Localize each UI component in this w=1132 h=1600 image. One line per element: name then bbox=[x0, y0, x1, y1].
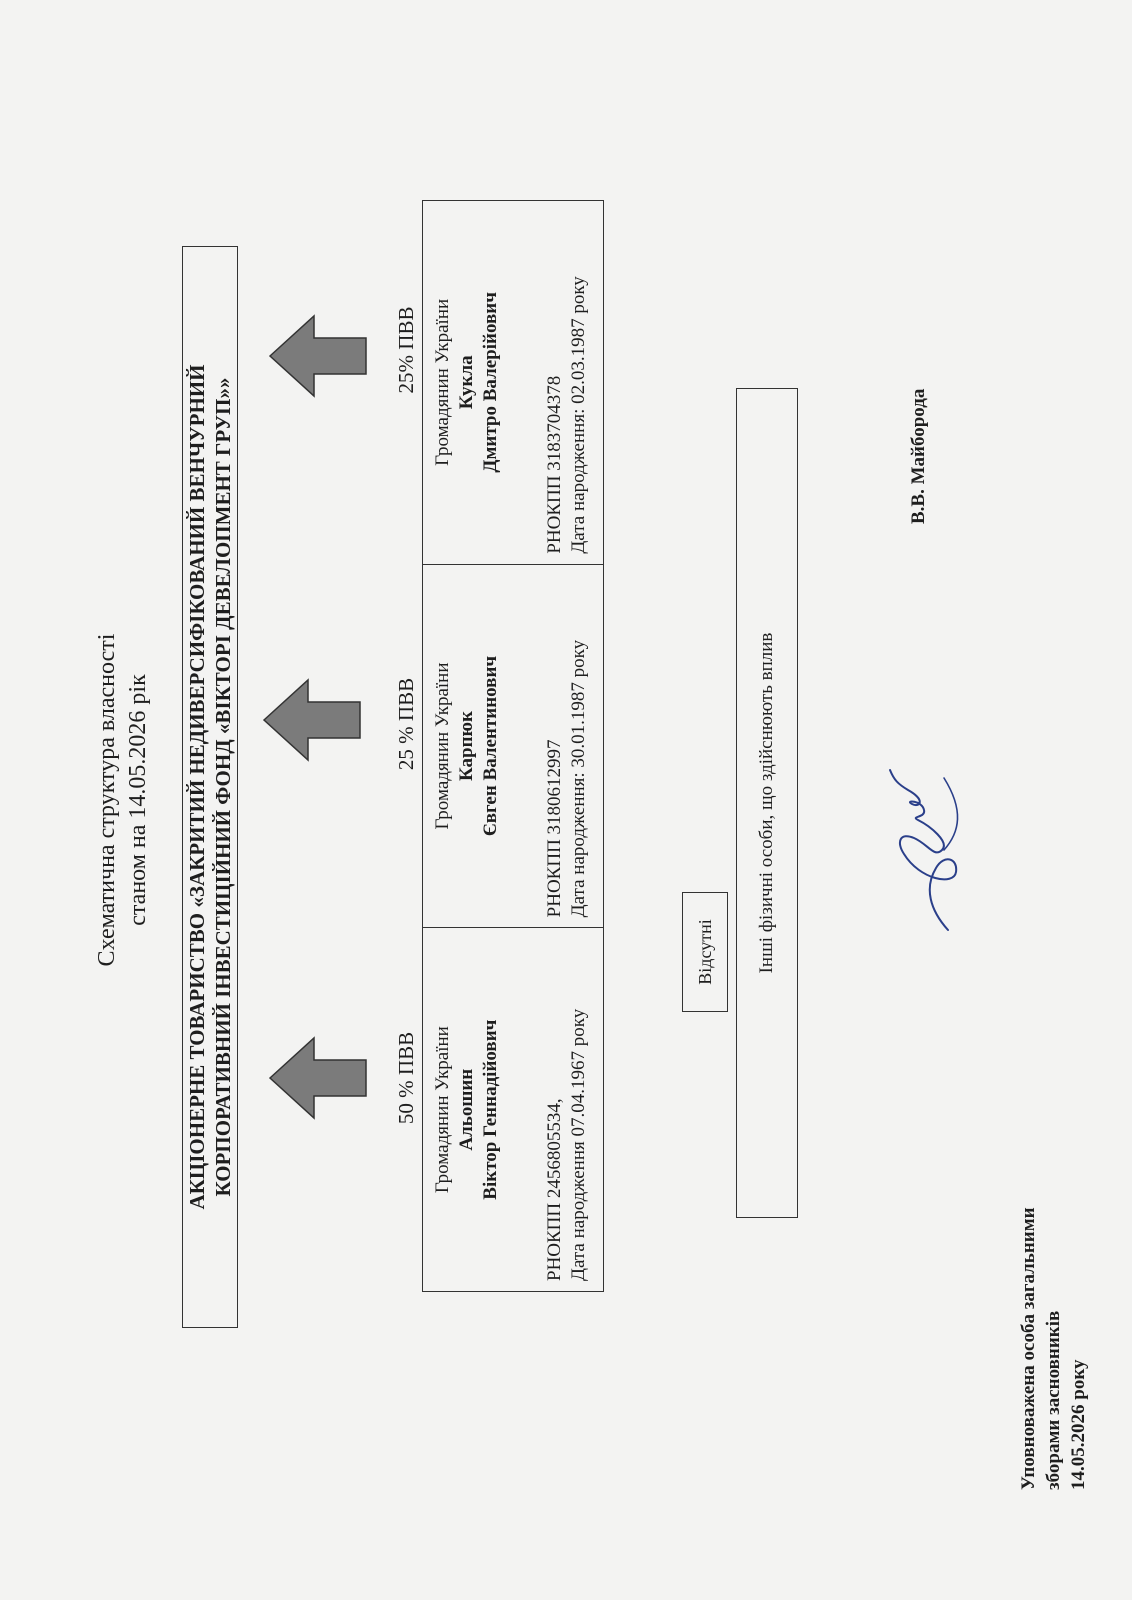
company-name-line-2: КОРПОРАТИВНИЙ ІНВЕСТИЦІЙНИЙ ФОНД «ВІКТОР… bbox=[211, 377, 235, 1197]
title-line-2: станом на 14.05.2026 рік bbox=[125, 674, 151, 926]
owner-name: Віктор Геннадійович bbox=[480, 1019, 501, 1200]
signatory-name: В.В. Майборода bbox=[908, 388, 929, 524]
owner-surname: Карпюк bbox=[456, 710, 477, 781]
owner-surname: Альошин bbox=[456, 1068, 477, 1151]
owner-tax-id: РНОКПП 3180612997 bbox=[544, 739, 565, 918]
owner-citizenship: Громадянин України bbox=[432, 1026, 453, 1194]
company-name-line-1: АКЦІОНЕРНЕ ТОВАРИСТВО «ЗАКРИТИЙ НЕДИВЕРС… bbox=[185, 364, 209, 1210]
owner-tax-id: РНОКПП 3183704378 bbox=[544, 375, 565, 554]
share-label: 25 % ПВВ bbox=[394, 677, 418, 771]
owner-cell: Громадянин України Альошин Віктор Геннад… bbox=[423, 927, 603, 1291]
owner-cell: Громадянин України Карпюк Євген Валентин… bbox=[423, 563, 603, 928]
absent-box: Відсутні bbox=[682, 892, 728, 1012]
owners-table: Громадянин України Альошин Віктор Геннад… bbox=[422, 200, 604, 1292]
up-arrow-icon bbox=[268, 314, 368, 398]
up-arrow-icon bbox=[262, 678, 362, 762]
signatory-date: 14.05.2026 року bbox=[1068, 1359, 1089, 1491]
company-box: АКЦІОНЕРНЕ ТОВАРИСТВО «ЗАКРИТИЙ НЕДИВЕРС… bbox=[182, 246, 238, 1328]
owner-surname: Кукла bbox=[456, 355, 477, 410]
title-line-1: Схематична структура власності bbox=[94, 633, 120, 967]
share-label: 25% ПВВ bbox=[394, 306, 418, 394]
owner-birth-date: Дата народження: 30.01.1987 року bbox=[568, 639, 589, 918]
other-persons-box: Інші фізичні особи, що здійснюють вплив bbox=[736, 388, 798, 1218]
owner-tax-id: РНОКПП 2456805534, bbox=[544, 1098, 565, 1281]
signature-mark bbox=[860, 750, 985, 950]
owner-birth-date: Дата народження 07.04.1967 року bbox=[568, 1008, 589, 1281]
up-arrow-icon bbox=[268, 1036, 368, 1120]
owner-name: Дмитро Валерійович bbox=[480, 292, 501, 473]
owner-cell: Громадянин України Кукла Дмитро Валерійо… bbox=[423, 201, 603, 564]
document-title: Схематична структура власності станом на… bbox=[92, 480, 154, 1120]
signatory-block: Уповноважена особа загальними зборами за… bbox=[1016, 1207, 1091, 1490]
share-label: 50 % ПВВ bbox=[394, 1031, 418, 1125]
signatory-line-2: зборами засновників bbox=[1043, 1310, 1064, 1490]
signatory-line-1: Уповноважена особа загальними bbox=[1018, 1207, 1039, 1490]
owner-birth-date: Дата народження: 02.03.1987 року bbox=[568, 276, 589, 554]
owner-citizenship: Громадянин України bbox=[432, 662, 453, 830]
owner-citizenship: Громадянин України bbox=[432, 298, 453, 466]
owner-name: Євген Валентинович bbox=[480, 655, 501, 837]
